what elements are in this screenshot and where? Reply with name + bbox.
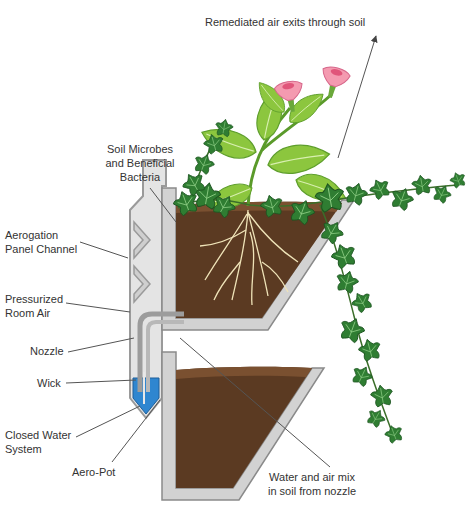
leader-line (180, 338, 330, 467)
part-label: Nozzle (30, 344, 64, 358)
leader-line (150, 188, 176, 222)
part-label: Pressurized Room Air (5, 292, 67, 320)
ivy (170, 118, 467, 445)
leader-line (68, 338, 134, 352)
leader-line (76, 406, 140, 437)
part-label: Wick (37, 376, 61, 390)
leader-line (66, 303, 130, 312)
part-label: Aerogation Panel Channel (5, 228, 80, 256)
part-label: Soil Microbes and Beneficial Bacteria (100, 142, 180, 184)
channel-chevron (134, 222, 150, 258)
leader-line (112, 400, 160, 462)
soil (176, 202, 342, 318)
roots (200, 210, 298, 305)
leader-lines (66, 36, 376, 467)
part-label: Water and air mix in soil from nozzle (266, 470, 358, 498)
soil-surface (176, 367, 312, 379)
channel-chevron (134, 266, 150, 302)
leader-line (80, 242, 128, 258)
nozzle-tube (140, 314, 184, 392)
plant (197, 64, 351, 215)
part-label: Closed Water System (5, 428, 75, 456)
part-label: Remediated air exits through soil (205, 15, 365, 29)
air-arrow (338, 36, 376, 158)
part-label: Aero-Pot (72, 465, 115, 479)
soil (176, 367, 312, 488)
nozzle-tube (148, 322, 184, 392)
wick (143, 372, 145, 404)
leader-line (66, 380, 136, 383)
